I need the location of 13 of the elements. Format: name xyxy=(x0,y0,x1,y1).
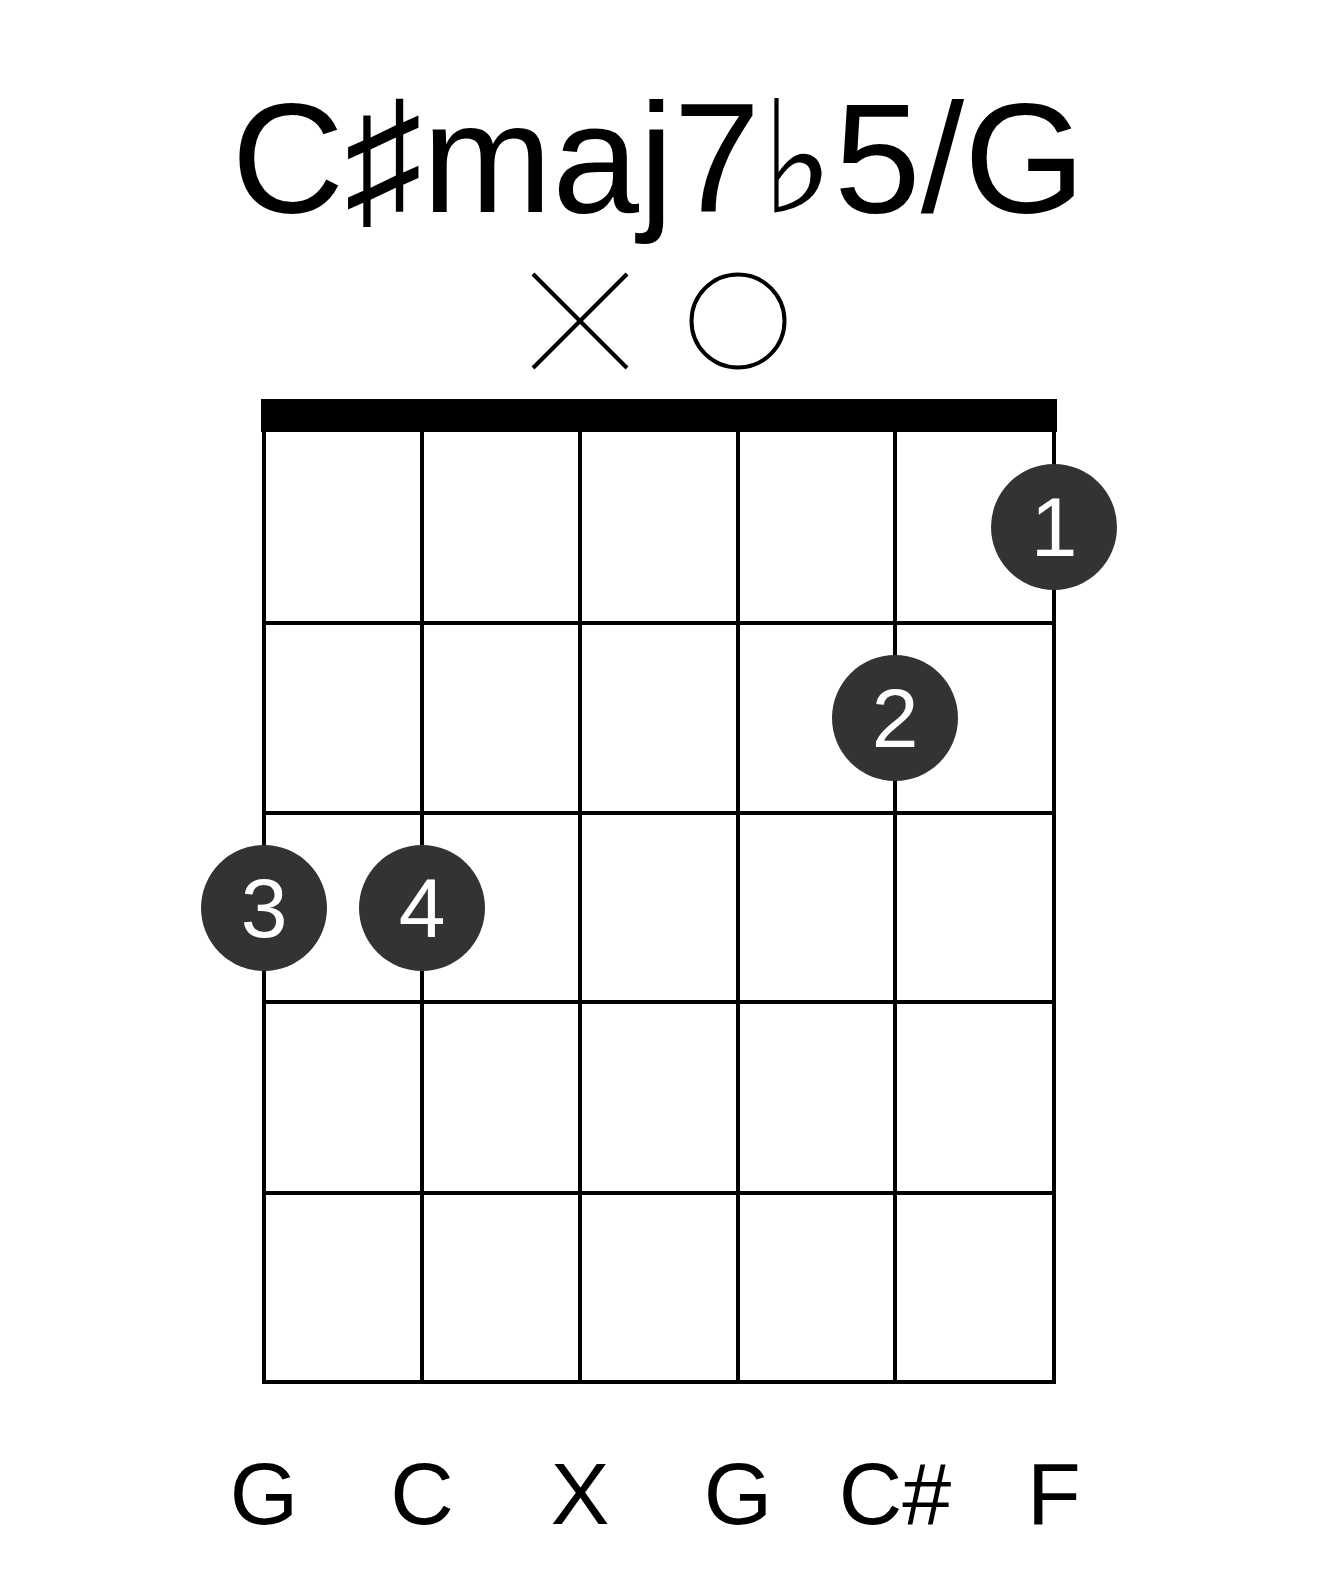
chord-title: C♯maj7♭5/G xyxy=(230,70,1087,247)
finger-number-dot: 4 xyxy=(359,845,485,971)
string-note-label: F xyxy=(1027,1450,1081,1538)
cross-mark-icon xyxy=(531,272,629,370)
string-note-label: G xyxy=(229,1450,299,1538)
string-note-label: G xyxy=(703,1450,773,1538)
string-note-label: C xyxy=(390,1450,454,1538)
string-note-label: C# xyxy=(838,1450,952,1538)
finger-number-dot: 3 xyxy=(201,845,327,971)
finger-number-dot: 2 xyxy=(832,655,958,781)
string-note-label: X xyxy=(550,1450,610,1538)
ring-icon xyxy=(689,272,787,370)
finger-number-dot: 1 xyxy=(991,464,1117,590)
